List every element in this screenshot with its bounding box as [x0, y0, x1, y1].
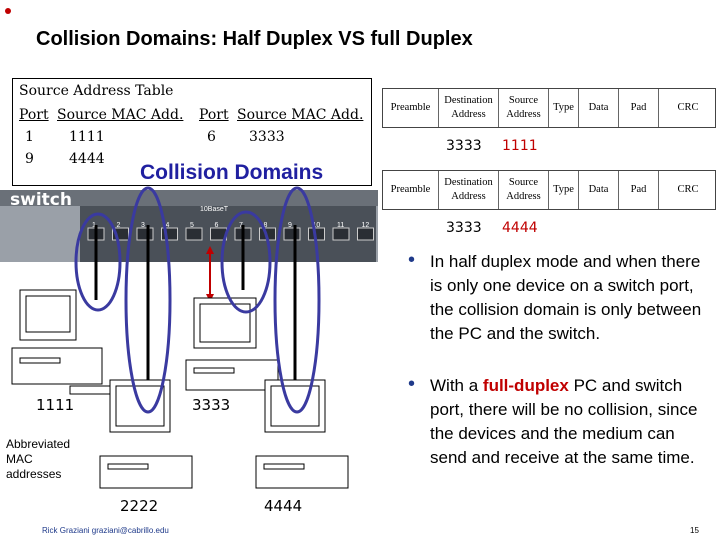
port-number: 11: [337, 222, 345, 229]
network-diagram: [11, 186, 349, 489]
bullet-dot: •: [408, 249, 416, 271]
ethernet-frame-1: Preamble Destination Address Source Addr…: [382, 88, 716, 128]
port-number: 10: [312, 222, 321, 229]
bullet-half-duplex: • In half duplex mode and when there is …: [408, 249, 714, 346]
title-bullet: [5, 8, 11, 14]
frame-field-type: Type: [549, 171, 579, 209]
frame-field-preamble: Preamble: [383, 89, 439, 127]
table-cell-port: 6: [207, 129, 216, 145]
col-mac-right: Source MAC Add.: [237, 107, 364, 123]
col-mac-left: Source MAC Add.: [57, 107, 184, 123]
frame1-src-mac: 1111: [502, 138, 538, 154]
frame-field-pad: Pad: [619, 89, 659, 127]
switch-label: switch: [10, 190, 72, 210]
frame-field-crc: CRC: [677, 184, 699, 196]
frame-field-pad: Pad: [619, 171, 659, 209]
frame-field-data: Data: [579, 171, 619, 209]
frame-field-preamble: Preamble: [383, 171, 439, 209]
slide-title: Collision Domains: Half Duplex VS full D…: [36, 28, 473, 50]
abbrev-note: Abbreviated MAC addresses: [6, 437, 71, 481]
collision-domains-label: Collision Domains: [138, 161, 326, 185]
table-cell-mac: 1111: [69, 129, 105, 145]
port-number: 4: [165, 222, 170, 229]
frame-field-destination: Destination Address: [439, 171, 499, 209]
collision-ellipse-3: [220, 210, 272, 314]
frame-field-destination: Destination Address: [439, 89, 499, 127]
table-cell-mac: 3333: [249, 129, 285, 145]
port-number: 8: [263, 222, 268, 229]
col-port-right: Port: [199, 107, 229, 123]
port-number: 6: [214, 222, 219, 229]
frame-field-source: Source Address: [499, 171, 549, 209]
frame-field-crc: CRC: [677, 102, 699, 114]
port-number: 1: [92, 222, 96, 229]
table-cell-port: 9: [25, 151, 34, 167]
bullet-text: In half duplex mode and when there is on…: [430, 252, 702, 343]
bullet-text-pre: With a: [430, 376, 483, 395]
pc1-icon: [11, 289, 131, 395]
bullet-full-duplex: • With a full-duplex PC and switch port,…: [408, 373, 714, 470]
frame-field-data: Data: [579, 89, 619, 127]
arrow-head-up: [206, 246, 214, 254]
collision-ellipse-4: [273, 186, 321, 414]
frame2-dest-mac: 3333: [446, 220, 482, 236]
port-number: 9: [288, 222, 292, 229]
pc4-label: 4444: [264, 497, 303, 515]
switch-port: [357, 227, 374, 241]
table-heading: Source Address Table: [19, 83, 174, 99]
port-number: 2: [116, 222, 121, 229]
ethernet-frame-2: Preamble Destination Address Source Addr…: [382, 170, 716, 210]
pc3-label: 3333: [192, 396, 231, 414]
switch-port: [332, 227, 350, 241]
frame-field-type: Type: [549, 89, 579, 127]
pc1-label: 1111: [36, 396, 75, 414]
frame1-dest-mac: 3333: [446, 138, 482, 154]
switch-brand: 10BaseT: [200, 206, 229, 213]
port-number: 12: [361, 222, 370, 229]
col-port-left: Port: [19, 107, 49, 123]
frame-field-source: Source Address: [499, 89, 549, 127]
page-number: 15: [690, 526, 699, 535]
pc2-icon: [99, 379, 193, 489]
table-cell-port: 1: [25, 129, 34, 145]
pc4-icon: [255, 379, 349, 489]
bullet-emphasis: full-duplex: [482, 376, 569, 395]
port-number: 7: [239, 222, 243, 229]
table-cell-mac: 4444: [69, 151, 105, 167]
bullet-dot: •: [408, 373, 416, 395]
collision-ellipse-1: [74, 212, 122, 312]
port-number: 3: [141, 222, 145, 229]
port-number: 5: [190, 222, 194, 229]
source-address-table: Source Address Table Port Source MAC Add…: [12, 78, 372, 186]
bullet-text-post: PC and switch port, there will be no col…: [430, 376, 698, 467]
footer-credit: Rick Graziani graziani@cabrillo.edu: [42, 526, 169, 535]
pc2-label: 2222: [120, 497, 159, 515]
pc3-icon: [185, 297, 279, 391]
collision-ellipse-2: [124, 186, 172, 414]
switch-port: [185, 227, 203, 241]
frame2-src-mac: 4444: [502, 220, 538, 236]
